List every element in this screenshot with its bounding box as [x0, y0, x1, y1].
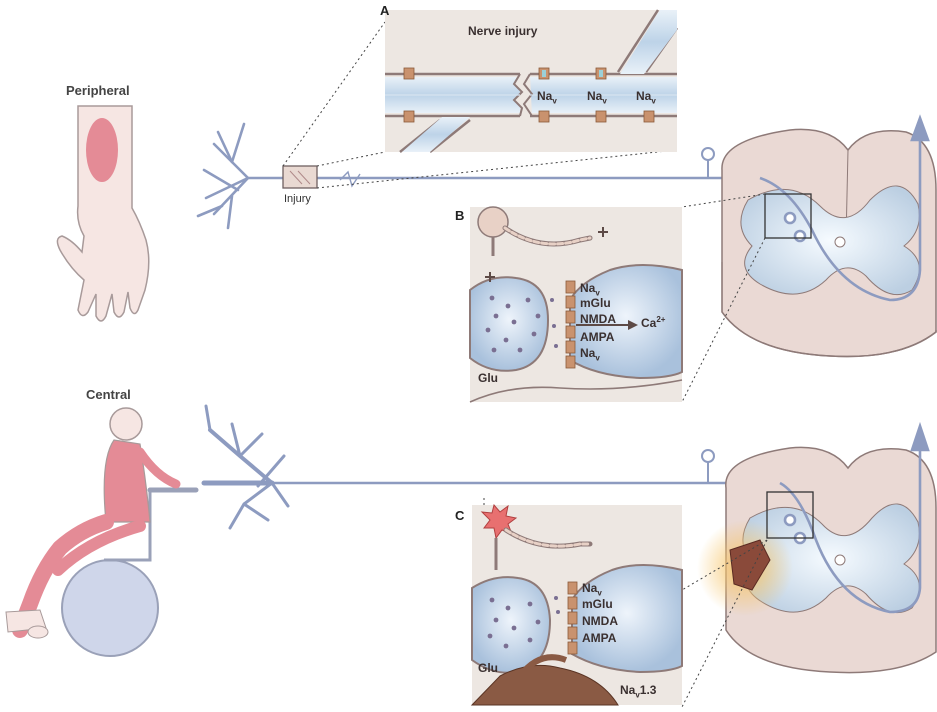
panel-c-inset [472, 505, 682, 705]
panel-c-channel-label: NMDA [582, 615, 618, 627]
dendrite-icon [204, 406, 288, 528]
panel-c-sodium-channel-label: Nav1.3 [620, 684, 656, 699]
panel-a-channel-label: Nav [537, 90, 557, 105]
peripheral-label: Peripheral [66, 84, 130, 97]
arm-icon [57, 106, 148, 321]
spinal-cord-injured-icon [697, 447, 936, 672]
central-label: Central [86, 388, 131, 401]
panel-b-channel-label: AMPA [580, 331, 614, 343]
panel-c-channel-label: Nav [582, 582, 602, 597]
panel-c-letter: C [455, 509, 464, 522]
panel-b-letter: B [455, 209, 464, 222]
panel-b-ion-label: Ca2+ [641, 316, 665, 329]
panel-c-channel-label: AMPA [582, 632, 616, 644]
panel-b-channel-label: Nav [580, 347, 600, 362]
spinal-cord-icon [722, 129, 936, 356]
dendrite-icon [198, 124, 285, 228]
panel-a-letter: A [380, 4, 389, 17]
panel-b-inset [470, 207, 682, 402]
wheelchair-person-icon [6, 408, 196, 656]
panel-b-transmitter-label: Glu [478, 372, 498, 384]
injury-box [283, 166, 317, 188]
panel-a-channel-label: Nav [636, 90, 656, 105]
nerve-injury-title: Nerve injury [468, 25, 537, 37]
panel-a-channel-label: Nav [587, 90, 607, 105]
panel-c-transmitter-label: Glu [478, 662, 498, 674]
panel-b-channel-label: mGlu [580, 297, 611, 309]
panel-b-channel-label: NMDA [580, 313, 616, 325]
panel-c-channel-label: mGlu [582, 598, 613, 610]
pain-area-icon [86, 118, 118, 182]
injury-label: Injury [284, 194, 311, 205]
